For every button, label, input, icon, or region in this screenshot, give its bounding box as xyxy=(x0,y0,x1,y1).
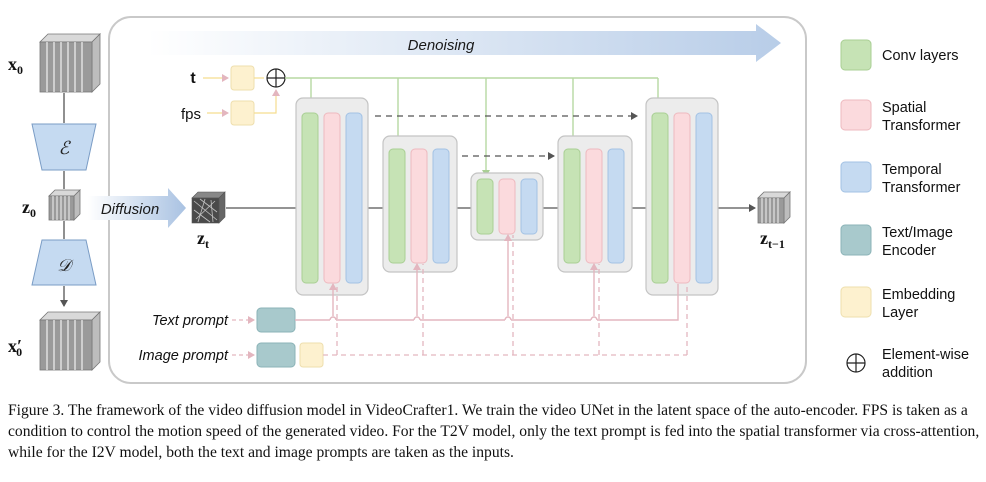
zt-noisy-latent xyxy=(191,191,226,224)
x0-prime-label: x′0 xyxy=(8,336,22,359)
t-embedding-layer xyxy=(230,65,255,91)
image-encoder xyxy=(256,342,296,368)
spatial-transformer xyxy=(410,148,428,264)
temporal-transformer xyxy=(432,148,450,264)
legend-swatch xyxy=(840,224,872,256)
text-encoder xyxy=(256,307,296,333)
unet-block-1 xyxy=(295,97,369,296)
z0-label: z0 xyxy=(22,197,36,220)
t-label: t xyxy=(190,70,196,87)
autoencoder-column: ℰ 𝒟 xyxy=(31,33,101,371)
fps-embedding-layer xyxy=(230,100,255,126)
conv-layer xyxy=(563,148,581,264)
temporal-transformer xyxy=(520,178,538,235)
legend-item: Conv layers xyxy=(840,39,959,71)
conv-layer xyxy=(301,112,319,284)
legend-swatch xyxy=(840,99,872,131)
conv-layer xyxy=(651,112,669,284)
temporal-transformer xyxy=(345,112,363,284)
x0-label: x0 xyxy=(8,54,23,77)
diffusion-label: Diffusion xyxy=(101,201,159,218)
zt-label: zt xyxy=(197,228,209,251)
image-prompt-label: Image prompt xyxy=(139,348,229,364)
z0-latent-stack xyxy=(48,189,81,221)
encoder-symbol: ℰ xyxy=(59,138,72,158)
unet-block-4 xyxy=(557,135,633,273)
conv-layer xyxy=(388,148,406,264)
fps-label: fps xyxy=(181,106,201,123)
unet-block-5 xyxy=(645,97,719,296)
x0-prime-video-stack xyxy=(39,311,101,371)
legend-swatch xyxy=(840,39,872,71)
framework-diagram: Denoising ℰ xyxy=(8,16,969,384)
x0-video-stack xyxy=(39,33,101,93)
image-prompt-connections xyxy=(323,235,688,356)
temporal-transformer xyxy=(607,148,625,264)
text-prompt-connections xyxy=(295,234,679,321)
skip-connections xyxy=(375,112,638,160)
decoder-symbol: 𝒟 xyxy=(57,256,74,275)
figure-caption: Figure 3. The framework of the video dif… xyxy=(8,402,980,461)
text-prompt-label: Text prompt xyxy=(152,313,229,329)
element-wise-addition-node xyxy=(266,68,286,88)
conv-layer xyxy=(476,178,494,235)
spatial-transformer xyxy=(323,112,341,284)
spatial-transformer xyxy=(673,112,691,284)
decoder-block xyxy=(31,239,97,286)
unet-block-3 xyxy=(470,172,544,241)
unet-block-2 xyxy=(382,135,458,273)
legend-swatch xyxy=(840,286,872,318)
temporal-transformer xyxy=(695,112,713,284)
denoising-label: Denoising xyxy=(408,37,475,54)
spatial-transformer xyxy=(585,148,603,264)
encoder-block xyxy=(31,123,97,171)
zt-minus-1-label: zt−1 xyxy=(760,228,785,251)
diffusion-arrow xyxy=(88,188,186,228)
time-embedding-connections xyxy=(285,77,662,177)
image-embedding-layer xyxy=(299,342,324,368)
zt-minus-1-latent xyxy=(757,191,791,224)
spatial-transformer xyxy=(498,178,516,235)
legend-label: Conv layers xyxy=(882,48,959,64)
denoising-arrow xyxy=(148,24,781,62)
legend-swatch xyxy=(840,161,872,193)
